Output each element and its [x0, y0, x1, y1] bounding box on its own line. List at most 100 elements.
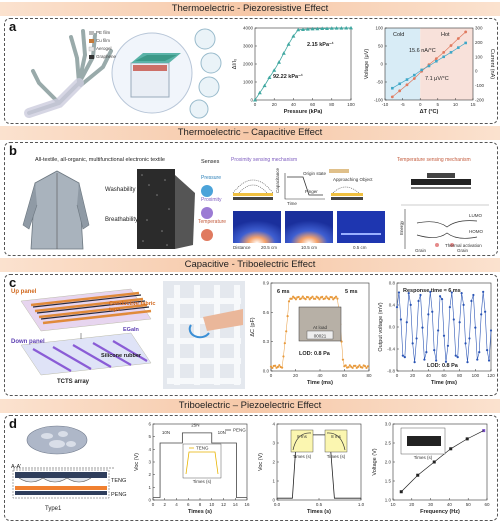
x-tick-label: 0 — [152, 502, 155, 507]
inset-photo — [298, 306, 342, 342]
x-axis-label: Frequency (Hz) — [420, 509, 460, 515]
y-tick-label: -0.8 — [387, 369, 395, 374]
energy-axis-label: Energy — [399, 220, 404, 235]
inset-curve — [292, 432, 312, 451]
inset-frame — [182, 443, 222, 479]
textile-title: All-textile, all-organic, multifunctiona… — [35, 157, 165, 163]
pulse-line — [277, 434, 361, 499]
data-point — [349, 25, 353, 30]
sensitivity-annotation: 2.15 kPa⁻¹ — [307, 41, 334, 48]
conductive-fabric-label: Conductive fabric tape — [109, 301, 156, 313]
inset-display-value: 00021 — [314, 334, 327, 339]
y-tick-label: 50 — [378, 44, 384, 49]
x-axis-label: ΔT (°C) — [420, 109, 439, 115]
zone-label: Cold — [393, 32, 404, 38]
lod-annotation: LOD: 0.8 Pa — [427, 363, 459, 369]
y-tick-label: 0.9 — [263, 281, 270, 286]
egain-label: EGaIn — [123, 327, 139, 333]
x-tick-label: 0 — [419, 102, 422, 107]
inset-frame — [290, 429, 314, 453]
x-tick-label: 0 — [270, 373, 273, 378]
x-tick-label: 30 — [428, 502, 434, 507]
y-tick-label: 100 — [375, 26, 383, 31]
x-tick-label: 100 — [347, 102, 355, 107]
y-tick-label: -100 — [374, 98, 384, 103]
section-title-d: Triboelectric – Piezoelectric Effect — [0, 399, 500, 413]
force-label: 10N — [162, 430, 170, 435]
y-tick-label: 0.0 — [263, 369, 270, 374]
senses-title: Senses — [201, 159, 220, 165]
x-tick-label: 40 — [291, 102, 297, 107]
robot-hand-illustration — [24, 28, 222, 119]
x-tick-label: 60 — [441, 373, 447, 378]
response-annotation: Response time ≈ 6 ms — [403, 288, 461, 294]
x-tick-label: 6 — [187, 502, 190, 507]
y-tick-label: -0.4 — [387, 347, 395, 352]
section-title-a: Thermoelectric - Piezoresistive Effect — [0, 2, 500, 16]
x-tick-label: 40 — [426, 373, 432, 378]
up-panel-label: Up panel — [11, 289, 37, 295]
inset-x-label: Times (s) — [327, 454, 346, 459]
x-axis-label: Pressure (kPa) — [284, 109, 323, 115]
proximity-mechanism-diagram: Time Capacitance Origin state Approachin… — [232, 167, 373, 206]
series-line — [270, 296, 369, 369]
y-axis-label: Voc (V) — [134, 453, 140, 471]
inset-x-label: Times (s) — [193, 479, 212, 484]
y-tick-label: 0 — [148, 498, 151, 503]
panel-c: c Up panel Conductive fabric tape EGaIn … — [4, 274, 498, 396]
temperature-mechanism-title: Temperature sensing mechanism — [397, 157, 471, 163]
sense-temperature: Temperature — [198, 219, 227, 225]
y-tick-label: -50 — [376, 80, 383, 85]
slope-annotation: 7.1 μV/°C — [425, 76, 449, 82]
inset-time-label: 8 ms — [297, 434, 308, 439]
data-point — [391, 86, 394, 90]
x-axis-label: Times (s) — [188, 509, 212, 515]
y-tick-label: 3 — [148, 460, 151, 465]
inset-display — [306, 330, 334, 340]
homo-label: HOMO — [469, 229, 483, 234]
x-tick-label: 100 — [472, 373, 480, 378]
x-tick-label: 50 — [466, 502, 472, 507]
capacitance-axis-label: Capacitance — [275, 167, 280, 193]
y-tick-label: 0 — [272, 498, 275, 503]
y2-tick-label: 100 — [475, 54, 483, 59]
y-tick-label: 4 — [272, 422, 275, 427]
section-title-c: Capacitive - Triboelectric Effect — [0, 258, 500, 272]
panel-label: a — [9, 19, 17, 34]
sense-proximity: Proximity — [201, 197, 222, 203]
data-point — [399, 490, 403, 494]
data-point — [395, 306, 399, 309]
x-tick-label: 80 — [366, 373, 372, 378]
x-tick-label: 15 — [470, 102, 476, 107]
y2-tick-label: 300 — [475, 26, 483, 31]
panel-label: d — [9, 416, 17, 431]
x-tick-label: 1.0 — [358, 502, 365, 507]
teng-line — [185, 451, 219, 475]
y-tick-label: 6 — [148, 422, 151, 427]
device-structure-illustration — [12, 425, 115, 499]
x-tick-label: 20 — [409, 502, 415, 507]
legend-label: PENG — [233, 428, 246, 433]
x-tick-label: 60 — [310, 102, 316, 107]
proximity-title: Proximity sensing mechanism — [231, 157, 298, 163]
temperature-mechanism-diagram: LUMO HOMO Energy Grain Grain Thermal act… — [399, 173, 489, 253]
legend-label: TENG — [196, 446, 209, 451]
x-tick-label: 4 — [175, 502, 178, 507]
series-line — [392, 31, 466, 98]
x-tick-label: -5 — [401, 102, 405, 107]
aa-label: A-A' — [11, 464, 22, 470]
y-tick-label: 5 — [148, 434, 151, 439]
data-point — [464, 41, 467, 45]
x-axis-label: Time (ms) — [307, 380, 333, 386]
lumo-label: LUMO — [469, 213, 483, 218]
teng-label: TENG — [111, 478, 127, 484]
y-axis-label: Voltage (μV) — [364, 49, 370, 80]
inset-signal-band — [407, 436, 441, 446]
x-tick-label: 10 — [209, 502, 215, 507]
time-axis-label: Time — [287, 201, 297, 206]
plot-frame — [276, 423, 362, 501]
y-tick-label: 0 — [250, 98, 253, 103]
